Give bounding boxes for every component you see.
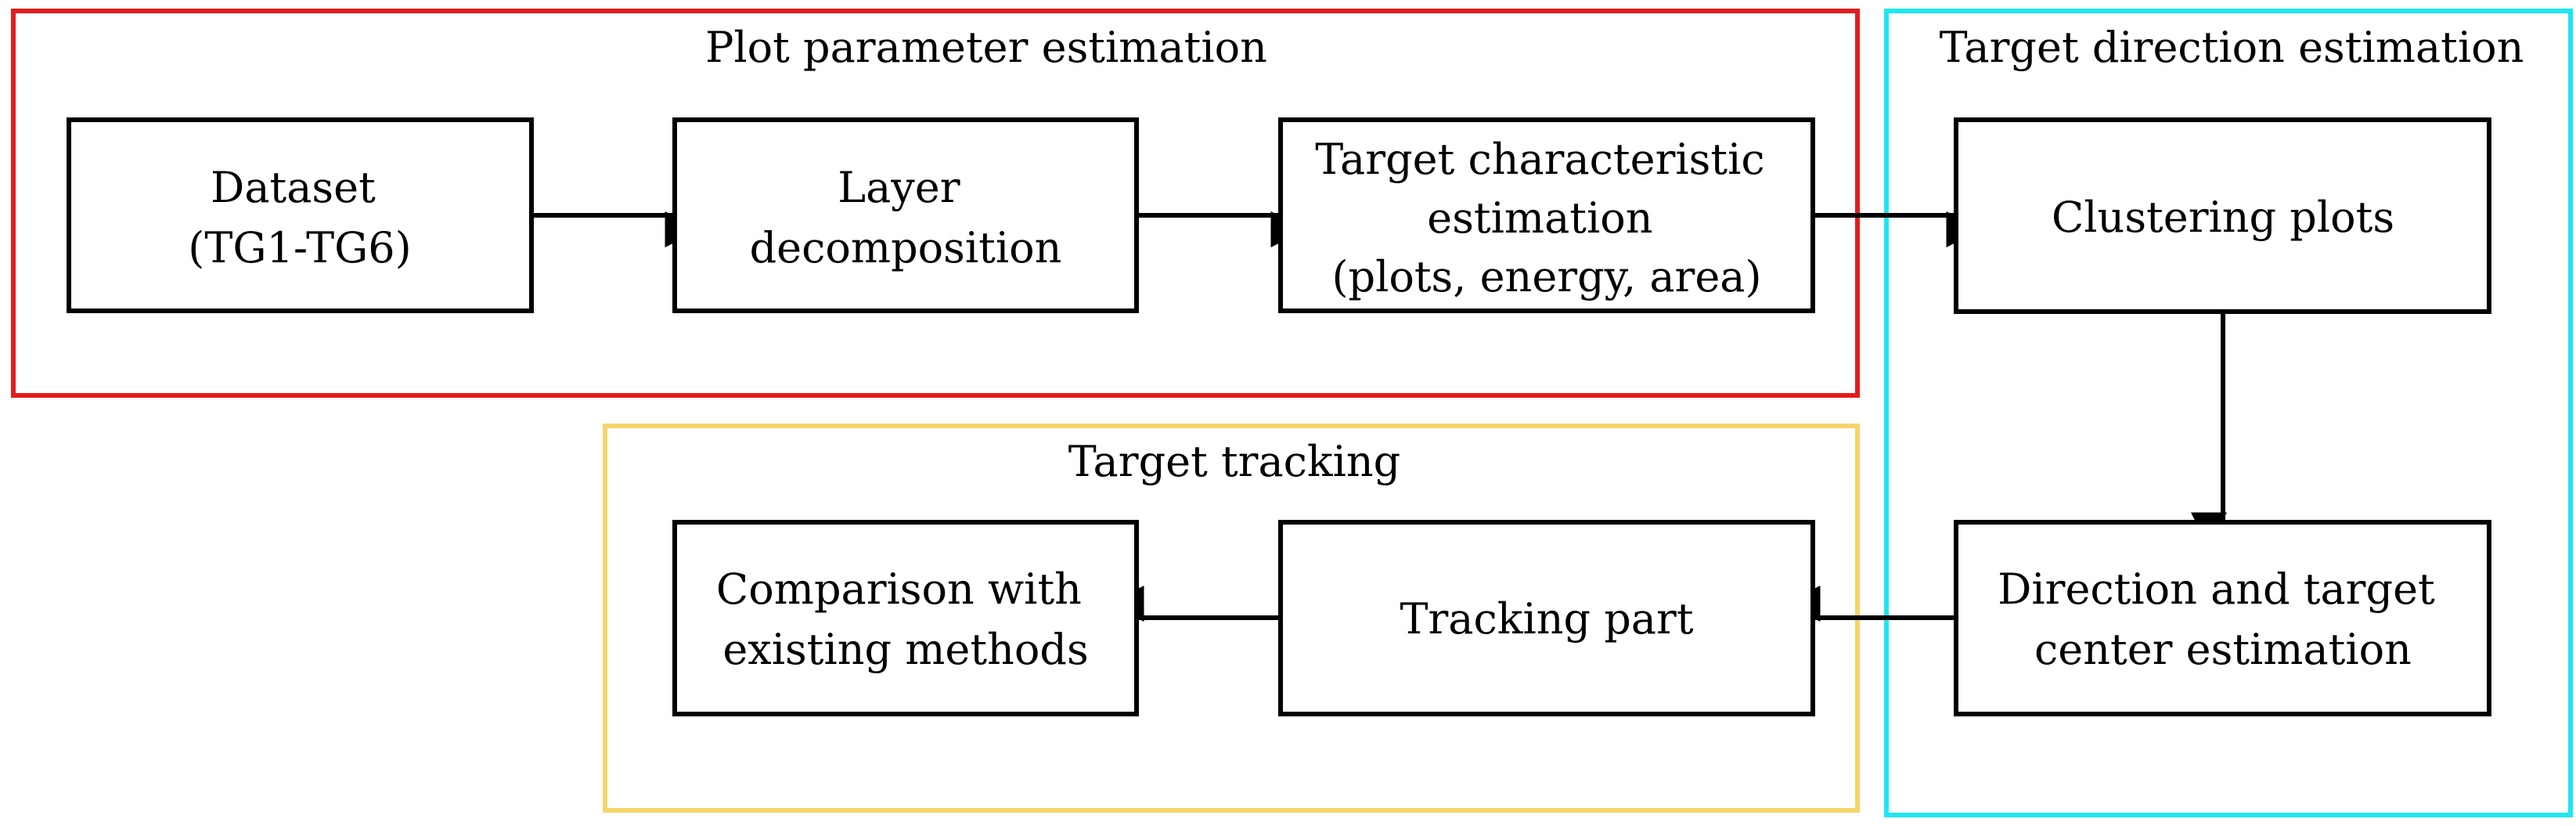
node-dataset: Dataset (TG1-TG6): [67, 117, 534, 313]
edges: [531, 211, 2227, 622]
node-direction-center-estimation: Direction and target center estimation: [1954, 520, 2491, 716]
node-box-characteristic: [1278, 117, 1815, 313]
group-frame-direction: [1884, 9, 2573, 817]
group-plot-parameter-estimation: Plot parameter estimation: [11, 9, 1860, 398]
node-label-characteristic: Target characteristic estimation (plots,…: [1315, 135, 1778, 301]
node-line: decomposition: [750, 223, 1062, 272]
node-clustering-plots: Clustering plots: [1954, 117, 2491, 314]
node-line: Target characteristic: [1315, 135, 1764, 184]
node-line: Comparison with: [716, 564, 1082, 614]
node-box-tracking-part: [1278, 520, 1815, 716]
node-line: (TG1-TG6): [188, 223, 411, 272]
node-label-comparison: Comparison with existing methods: [716, 564, 1095, 674]
node-line: center estimation: [2034, 625, 2412, 674]
node-line: estimation: [1427, 193, 1652, 243]
node-line: Clustering plots: [2052, 193, 2394, 242]
group-title-tracking: Target tracking: [1068, 437, 1401, 486]
node-box-clustering: [1954, 117, 2491, 314]
node-label-layer: Layer decomposition: [750, 163, 1062, 272]
node-line: Dataset: [211, 163, 376, 212]
node-label-tracking-part: Tracking part: [1400, 594, 1693, 644]
node-box-layer: [672, 117, 1139, 313]
node-line: (plots, energy, area): [1331, 252, 1761, 301]
node-box-comparison: [672, 520, 1139, 716]
node-line: existing methods: [722, 625, 1088, 674]
group-target-direction-estimation: Target direction estimation: [1884, 9, 2573, 817]
group-title-plot: Plot parameter estimation: [705, 23, 1267, 72]
node-box-dataset: [67, 117, 534, 313]
node-layer-decomposition: Layer decomposition: [672, 117, 1139, 313]
node-tracking-part: Tracking part: [1278, 520, 1815, 716]
group-title-direction: Target direction estimation: [1940, 23, 2524, 72]
node-line: Direction and target: [1998, 564, 2435, 614]
node-line: Layer: [838, 163, 960, 212]
node-label-clustering: Clustering plots: [2052, 193, 2394, 242]
node-label-dataset: Dataset (TG1-TG6): [188, 163, 411, 272]
node-label-direction-center: Direction and target center estimation: [1998, 564, 2448, 674]
node-box-direction-center: [1954, 520, 2491, 716]
node-target-characteristic: Target characteristic estimation (plots,…: [1278, 117, 1815, 313]
group-frame-plot: [11, 9, 1860, 398]
node-line: Tracking part: [1400, 594, 1693, 644]
node-comparison: Comparison with existing methods: [672, 520, 1139, 716]
